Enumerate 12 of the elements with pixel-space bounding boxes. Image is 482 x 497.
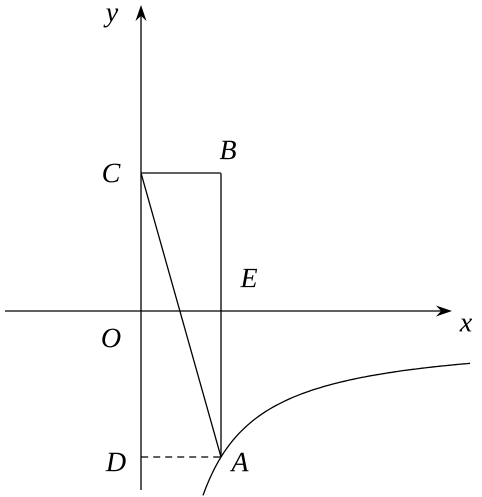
point-label: B: [220, 140, 236, 160]
point-label: A: [230, 452, 249, 472]
line-segment: [140, 173, 222, 457]
axis-label: x: [459, 318, 472, 332]
point-label: D: [106, 452, 126, 472]
point-label: O: [102, 328, 120, 348]
point-label: E: [240, 268, 258, 288]
line-segment: [141, 456, 221, 458]
point-label: C: [103, 164, 121, 182]
axis-label: y: [103, 8, 118, 28]
line-segment: [220, 173, 222, 457]
line-segment: [141, 172, 221, 174]
